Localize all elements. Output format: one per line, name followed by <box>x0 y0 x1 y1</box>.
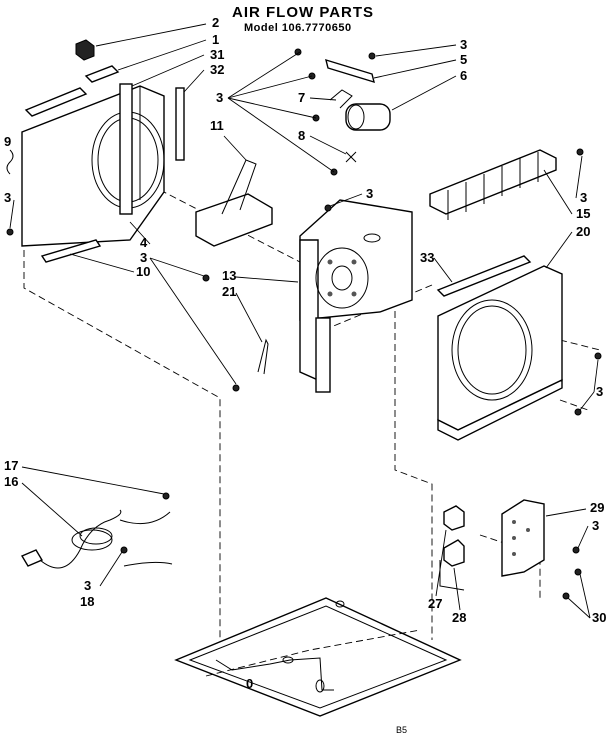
callout-1: 1 <box>212 32 219 47</box>
part-9-clip <box>6 149 14 175</box>
part-10-bar <box>40 239 102 263</box>
diagram-subtitle: Model 106.7770650 <box>244 22 352 34</box>
callout-13: 13 <box>222 268 236 283</box>
callout-10: 10 <box>136 264 150 279</box>
callout-16: 16 <box>4 474 18 489</box>
callout-6: 6 <box>460 68 467 83</box>
callout-9: 9 <box>4 134 11 149</box>
part-1-bar <box>84 65 120 83</box>
part-15-coil <box>429 149 557 220</box>
callout-3: 3 <box>580 190 587 205</box>
callout-17: 17 <box>4 458 18 473</box>
part-31-strip <box>24 87 88 117</box>
callout-3: 3 <box>460 37 467 52</box>
leader-lines <box>9 23 599 619</box>
callout-31: 31 <box>210 47 224 62</box>
callout-11: 11 <box>210 118 224 133</box>
diagram-title: AIR FLOW PARTS <box>232 4 374 21</box>
callout-3: 3 <box>140 250 147 265</box>
callout-29: 29 <box>590 500 604 515</box>
callout-2: 2 <box>212 15 219 30</box>
callout-18: 18 <box>80 594 94 609</box>
callout-33: 33 <box>420 250 434 265</box>
part-33-strip <box>436 255 532 297</box>
part-29-control-panel <box>501 499 545 577</box>
callout-20: 20 <box>576 224 590 239</box>
part-6-capacitor <box>345 103 391 131</box>
page-code: B5 <box>396 725 407 735</box>
callout-3: 3 <box>592 518 599 533</box>
callout-28: 28 <box>452 610 466 625</box>
part-5-bar <box>325 58 375 84</box>
callout-32: 32 <box>210 62 224 77</box>
callout-3: 3 <box>84 578 91 593</box>
part-8-clip <box>345 151 357 163</box>
part-16-power-cord <box>20 509 173 569</box>
callout-0: 0 <box>246 676 253 691</box>
callout-27: 27 <box>428 596 442 611</box>
callout-3: 3 <box>366 186 373 201</box>
callout-7: 7 <box>298 90 305 105</box>
part-21-link <box>257 338 269 375</box>
part-7-bracket <box>329 89 353 109</box>
part-2-block <box>75 39 95 61</box>
callout-15: 15 <box>576 206 590 221</box>
callout-3: 3 <box>216 90 223 105</box>
part-13-bulkhead <box>299 199 413 393</box>
part-4-panel <box>21 83 165 247</box>
callout-3: 3 <box>596 384 603 399</box>
part-20-shroud <box>437 265 563 441</box>
screws <box>6 48 602 600</box>
base-pan <box>174 597 462 717</box>
callout-3: 3 <box>4 190 11 205</box>
callout-5: 5 <box>460 52 467 67</box>
callout-4: 4 <box>140 235 148 250</box>
part-27-switch <box>443 505 465 531</box>
callout-21: 21 <box>222 284 236 299</box>
part-11-bracket <box>195 159 273 247</box>
callout-8: 8 <box>298 128 305 143</box>
part-32-strip <box>175 87 185 161</box>
callout-30: 30 <box>592 610 606 625</box>
